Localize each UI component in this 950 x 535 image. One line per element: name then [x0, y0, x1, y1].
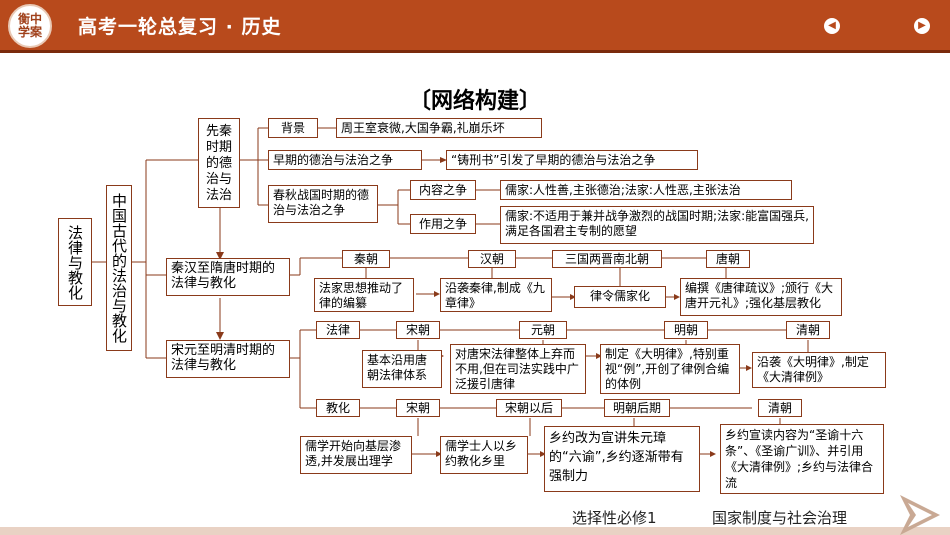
jiaohua-label: 教化	[316, 399, 360, 417]
page-title: 〔网络构建〕	[408, 89, 541, 114]
zaoqi-label: 早期的德治与法治之争	[268, 150, 422, 170]
neirong-text: 儒家:人性善,主张德治;法家:人性恶,主张法治	[500, 180, 792, 200]
falv-ming-text: 制定《大明律》,特别重视“例”,开创了律例合编的体例	[600, 344, 740, 394]
jh-songhou-label: 宋朝以后	[496, 399, 562, 417]
zuoyong-text: 儒家:不适用于兼并战争激烈的战国时期;法家:能富国强兵,满足各国君主专制的愿望	[500, 206, 814, 244]
qinhan-node: 秦汉至隋唐时期的法律与教化	[166, 258, 290, 296]
footer-arrow-icon	[900, 495, 940, 535]
logo-text: 衡中学案	[17, 12, 42, 39]
falv-qing-label: 清朝	[786, 321, 830, 339]
logo-badge: 衡中学案	[8, 4, 52, 48]
zuoyong-label: 作用之争	[410, 214, 476, 234]
neirong-label: 内容之争	[410, 180, 476, 200]
falv-label: 法律	[316, 321, 360, 339]
xianqin-node: 先秦时期的德治与法治	[198, 118, 240, 208]
tang-label: 唐朝	[706, 250, 750, 268]
sanguo-label: 三国两晋南北朝	[552, 250, 662, 268]
falv-song-text: 基本沿用唐朝法律体系	[362, 350, 442, 388]
jh-qing-label: 清朝	[758, 399, 802, 417]
prev-icon[interactable]: ◀	[824, 18, 840, 34]
zaoqi-text: “铸刑书”引发了早期的德治与法治之争	[446, 150, 698, 170]
next-icon[interactable]: ▶	[914, 18, 930, 34]
jh-song-label: 宋朝	[396, 399, 440, 417]
jh-qing-text: 乡约宣读内容为“圣谕十六条”、《圣谕广训》、并引用《大清律例》;乡约与法律合流	[720, 424, 884, 494]
songyuan-node: 宋元至明清时期的法律与教化	[166, 340, 290, 378]
sanguo-text: 律令儒家化	[574, 286, 666, 308]
falv-song-label: 宋朝	[396, 321, 440, 339]
han-label: 汉朝	[468, 250, 516, 268]
qin-label: 秦朝	[342, 250, 390, 268]
falv-ming-label: 明朝	[664, 321, 708, 339]
header-divider	[0, 50, 950, 53]
beijing-label: 背景	[268, 118, 318, 138]
header-bar	[0, 0, 950, 50]
beijing-text: 周王室衰微,大国争霸,礼崩乐坏	[336, 118, 542, 138]
footer-course: 选择性必修1	[572, 509, 657, 527]
jh-song-text: 儒学开始向基层渗透,并发展出理学	[300, 436, 412, 474]
han-text: 沿袭秦律,制成《九章律》	[440, 278, 552, 312]
main-node: 中国古代的法治与教化	[106, 185, 132, 351]
qin-text: 法家思想推动了律的编纂	[314, 278, 414, 312]
footer-topic: 国家制度与社会治理	[712, 509, 848, 527]
header-title: 高考一轮总复习 · 历史	[78, 16, 282, 38]
jh-minghou-label: 明朝后期	[604, 399, 670, 417]
jh-minghou-text: 乡约改为宣讲朱元璋的“六谕”,乡约逐渐带有强制力	[544, 426, 700, 492]
falv-yuan-label: 元朝	[519, 321, 567, 339]
jh-songhou-text: 儒学士人以乡约教化乡里	[440, 436, 528, 474]
falv-yuan-text: 对唐宋法律整体上弃而不用,但在司法实践中广泛援引唐律	[450, 344, 586, 394]
falv-qing-text: 沿袭《大明律》,制定《大清律例》	[752, 352, 886, 388]
chunqiu-label: 春秋战国时期的德治与法治之争	[268, 185, 378, 223]
footer-bar	[0, 527, 950, 535]
root-node: 法律与教化	[58, 218, 92, 306]
tang-text: 编撰《唐律疏议》;颁行《大唐开元礼》;强化基层教化	[680, 278, 842, 316]
